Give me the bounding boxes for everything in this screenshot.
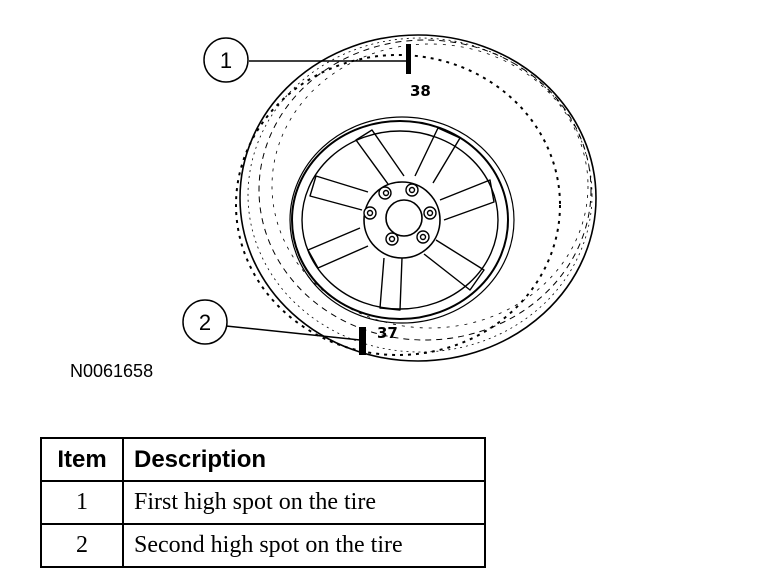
callout-2-leader (225, 325, 361, 341)
table-row: 1 First high spot on the tire (40, 480, 486, 525)
legend-header-item: Item (40, 437, 124, 482)
tread-ring (247, 37, 593, 353)
legend-item-description: Second high spot on the tire (122, 523, 486, 568)
tire-sidewall (289, 116, 515, 324)
tire-mark-37: 37 (377, 324, 398, 342)
tire-mark-38: 38 (410, 82, 431, 100)
legend-header-description: Description (122, 437, 486, 482)
legend-table: Item Description 1 First high spot on th… (40, 437, 486, 568)
tread-ring (271, 43, 589, 329)
high-spot-mark-1 (406, 44, 411, 74)
spokes (307, 127, 495, 311)
wheel-diagram: 38 37 1 2 (182, 34, 597, 362)
tread-ring (235, 54, 561, 356)
callout-2-circle (182, 299, 228, 345)
center-bore (385, 199, 423, 237)
callout-1-label: 1 (220, 48, 232, 73)
high-spot-mark-2 (359, 327, 366, 355)
tire-outer (239, 34, 597, 362)
legend-item-description: First high spot on the tire (122, 480, 486, 525)
lug-nuts (363, 183, 437, 246)
figure-id: N0061658 (70, 361, 154, 381)
legend-header-row: Item Description (40, 437, 486, 482)
callout-2-label: 2 (199, 310, 211, 335)
callout-1-circle (203, 37, 249, 83)
tread-ring (258, 39, 592, 341)
legend-item-number: 1 (40, 480, 124, 525)
table-row: 2 Second high spot on the tire (40, 523, 486, 568)
legend-item-number: 2 (40, 523, 124, 568)
